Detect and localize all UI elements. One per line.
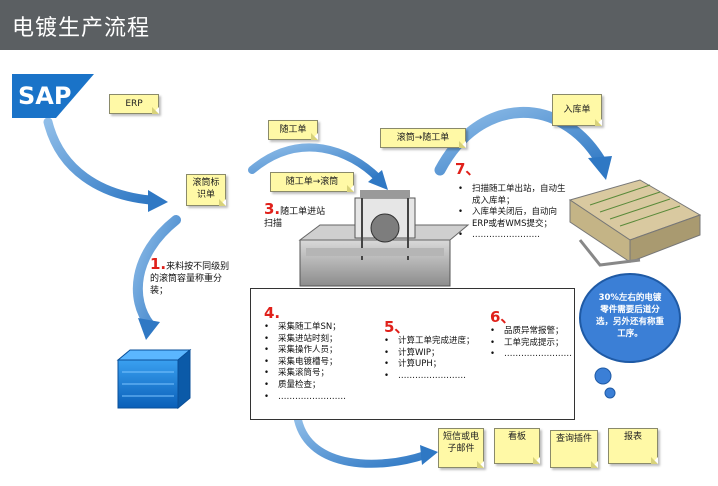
step-6-item: …………………… — [490, 349, 572, 361]
step-1-text: 来料按不同级别的滚筒容量称重分装； — [150, 262, 230, 296]
thought-cloud — [579, 273, 681, 399]
step-4-number: 4. — [264, 304, 281, 322]
note-warehouse-doc: 入库单 — [552, 94, 602, 126]
step-6-number: 6、 — [490, 308, 516, 326]
step-4-list: 采集随工单SN； 采集进站时刻； 采集操作人员； 采集电镀槽号； 采集滚筒号； … — [264, 322, 346, 403]
note-route-tag: 滚筒标识单 — [186, 174, 226, 206]
step-5-number: 5、 — [384, 318, 410, 336]
step-4-item: 采集滚筒号； — [264, 368, 346, 380]
step-6-list: 品质异常报警； 工单完成提示； …………………… — [490, 326, 572, 361]
note-traveler-to-drum: 随工单→滚筒 — [270, 172, 354, 192]
note-query: 查询插件 — [550, 430, 598, 468]
note-kanban: 看板 — [494, 428, 540, 464]
step-4-item: 采集操作人员； — [264, 345, 346, 357]
step-7-item: …………………… — [458, 230, 568, 242]
step-7-item: 扫描随工单出站，自动生成入库单； — [458, 184, 568, 207]
step-3-number: 3. — [264, 200, 281, 218]
note-drum-to-traveler: 滚筒→随工单 — [380, 128, 466, 148]
step-4-item: 质量检查； — [264, 380, 346, 392]
step-4-item: 采集随工单SN； — [264, 322, 346, 334]
warehouse-image — [568, 179, 702, 267]
note-sms: 短信或电子邮件 — [438, 428, 484, 468]
step-6-item: 工单完成提示； — [490, 338, 572, 350]
step-7-list: 扫描随工单出站，自动生成入库单； 入库单关闭后，自动向ERP或者WMS提交； …… — [458, 184, 568, 242]
step-7: 7、 — [455, 160, 565, 178]
step-5-list: 计算工单完成进度； 计算WIP； 计算UPH； …………………… — [384, 336, 475, 382]
note-traveler: 随工单 — [268, 120, 318, 140]
step-4-item: …………………… — [264, 392, 346, 404]
step-7-number: 7、 — [455, 160, 481, 178]
step-1: 1.来料按不同级别的滚筒容量称重分装； — [150, 255, 230, 297]
page-title: 电镀生产流程 — [12, 16, 151, 41]
title-bar: 电镀生产流程 — [0, 0, 718, 50]
step-3-text: 随工单进站扫描 — [264, 207, 326, 229]
step-5-item: 计算UPH； — [384, 359, 475, 371]
sap-logo: SAP — [12, 74, 94, 122]
step-5-item: …………………… — [384, 371, 475, 383]
svg-text:SAP: SAP — [18, 82, 71, 110]
cloud-text: 30%左右的电镀零件需要后道分选，另外还有称重工序。 — [595, 293, 664, 339]
bin-image — [116, 348, 192, 410]
arrow-tag-to-bin — [132, 215, 181, 340]
step-1-number: 1. — [150, 255, 167, 273]
note-report: 报表 — [608, 428, 658, 464]
step-7-item: 入库单关闭后，自动向ERP或者WMS提交； — [458, 207, 568, 230]
step-6-item: 品质异常报警； — [490, 326, 572, 338]
step-3: 3.随工单进站扫描 — [264, 200, 334, 230]
step-5-item: 计算工单完成进度； — [384, 336, 475, 348]
step-4-item: 采集电镀槽号； — [264, 357, 346, 369]
step-4-item: 采集进站时刻； — [264, 334, 346, 346]
arrow-to-outputs — [294, 416, 438, 468]
arrow-sap-to-tag — [43, 117, 168, 212]
note-erp: ERP — [109, 94, 159, 114]
arrow-to-machine — [248, 143, 388, 190]
step-5-item: 计算WIP； — [384, 348, 475, 360]
